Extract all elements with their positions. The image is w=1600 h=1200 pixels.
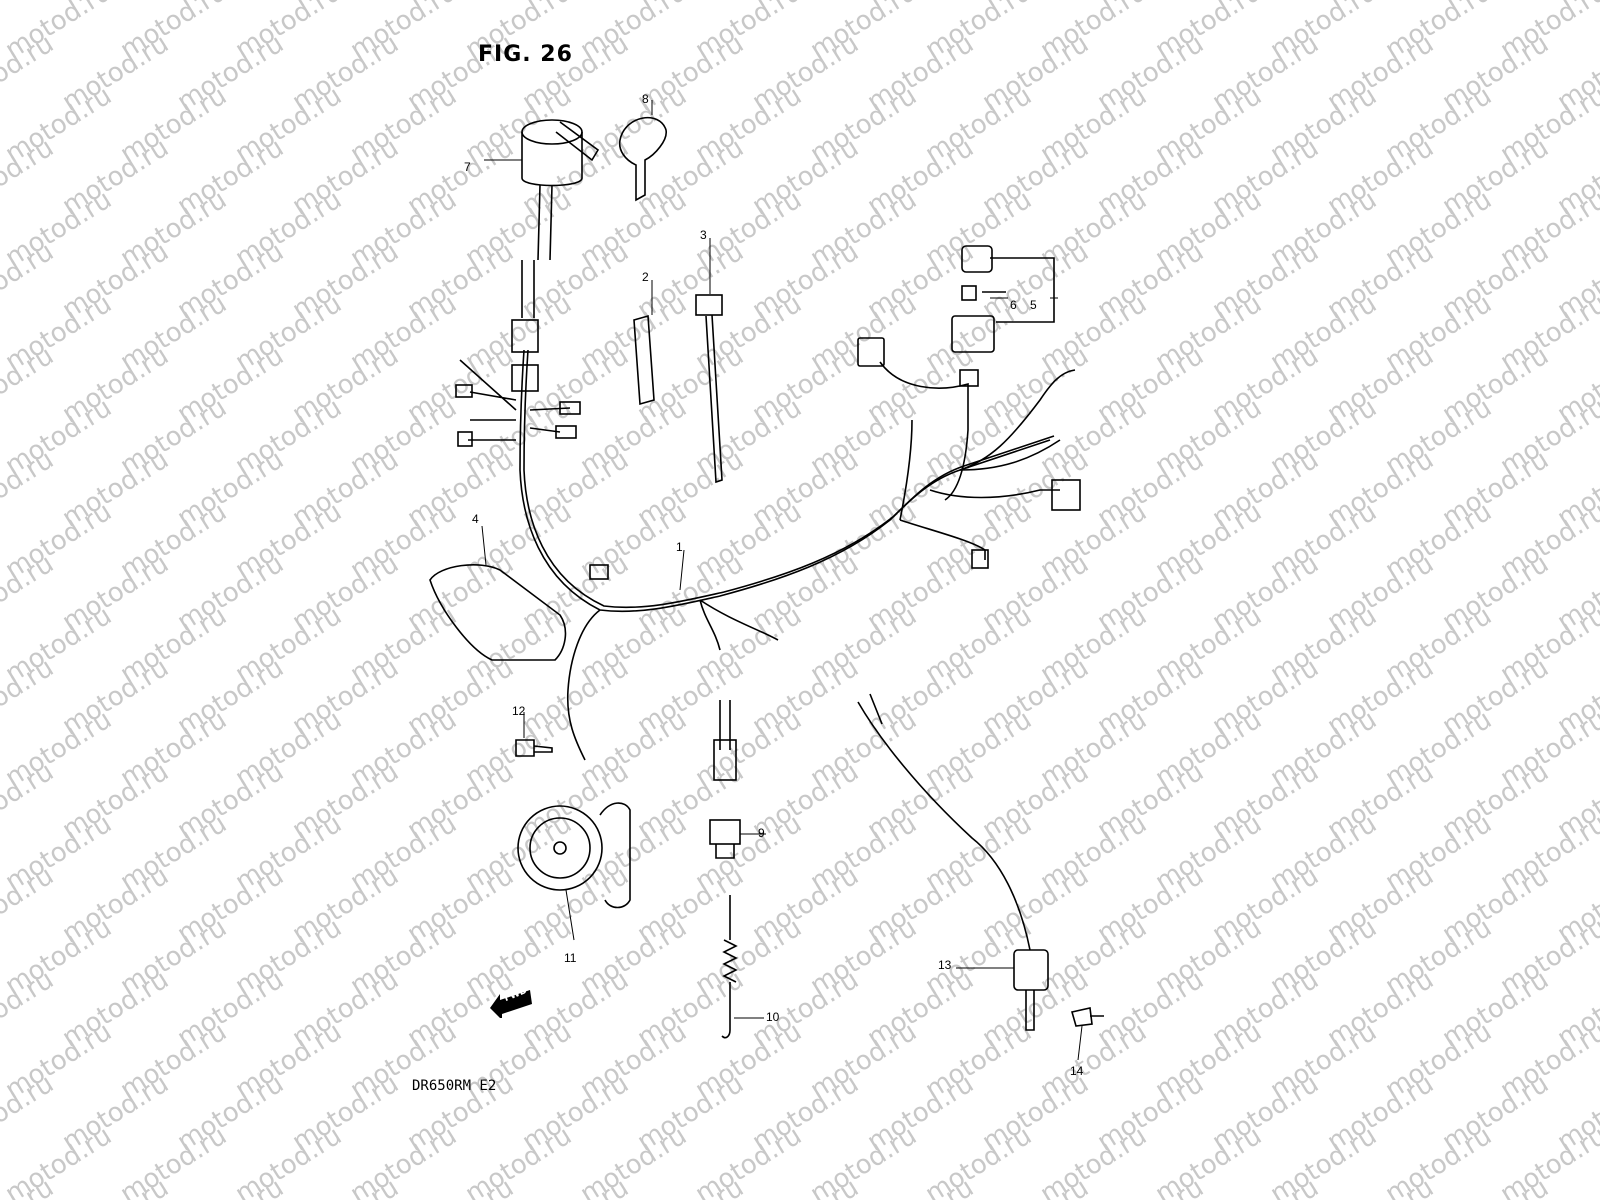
bolt: [515, 739, 553, 757]
callout-4: 4: [472, 512, 479, 526]
callout-7: 7: [464, 160, 471, 174]
fuse: [961, 285, 977, 301]
cable-band-head: [695, 294, 723, 316]
figure-title: FIG. 26: [478, 42, 573, 67]
callout-11: 11: [564, 951, 577, 965]
callout-6: 6: [1010, 298, 1017, 312]
side-stand-switch: [1013, 949, 1049, 991]
clamp: [633, 314, 655, 406]
callout-2: 2: [642, 270, 649, 284]
callout-9: 9: [758, 826, 765, 840]
fwd-arrow-icon: [488, 988, 534, 1022]
spring: [721, 895, 738, 1039]
callout-1: 1: [676, 540, 683, 554]
callout-14: 14: [1070, 1064, 1084, 1078]
neutral-switch: [709, 819, 741, 845]
harness-cover: [429, 564, 567, 661]
callout-3: 3: [700, 228, 707, 242]
callout-10: 10: [766, 1010, 780, 1024]
relay-top: [961, 245, 993, 273]
key: [618, 116, 667, 202]
neutral-switch-cable: [713, 739, 737, 781]
callout-8: 8: [642, 92, 649, 106]
callout-12: 12: [512, 704, 526, 718]
callout-5: 5: [1030, 298, 1037, 312]
relay-bottom: [951, 315, 995, 353]
horn: [517, 805, 603, 891]
screw: [1070, 1007, 1104, 1027]
callout-13: 13: [938, 958, 952, 972]
model-code: DR650RM E2: [412, 1078, 497, 1094]
connector-ignition: [511, 319, 539, 353]
